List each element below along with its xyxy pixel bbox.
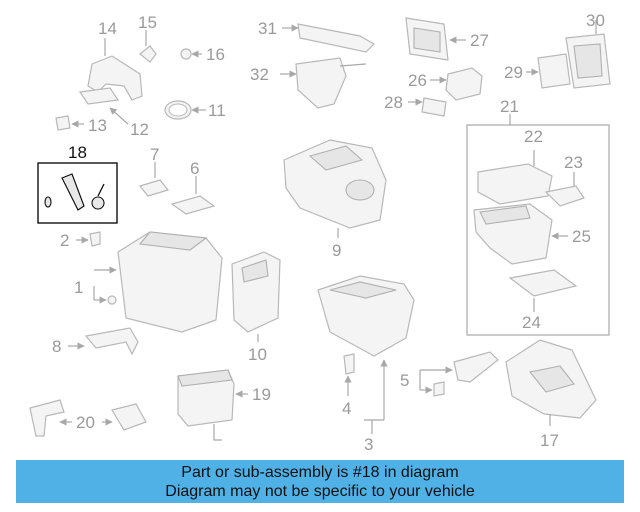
label-11[interactable]: 11 xyxy=(208,101,226,120)
part-32-shifter[interactable] xyxy=(280,57,367,109)
label-28[interactable]: 28 xyxy=(384,93,403,112)
part-16-fastener[interactable] xyxy=(180,48,202,60)
label-20[interactable]: 20 xyxy=(76,413,95,432)
label-4[interactable]: 4 xyxy=(342,399,351,418)
part-17-rear-console[interactable] xyxy=(505,339,597,426)
part-10-side-panel[interactable] xyxy=(231,251,281,342)
label-8[interactable]: 8 xyxy=(52,337,61,356)
parts-diagram: 14 15 16 12 11 13 18 7 xyxy=(29,11,611,454)
part-8-trim[interactable] xyxy=(68,327,139,356)
label-23[interactable]: 23 xyxy=(564,153,583,172)
label-32[interactable]: 32 xyxy=(250,65,269,84)
label-3[interactable]: 3 xyxy=(364,435,373,454)
part-19-tray[interactable] xyxy=(177,369,248,441)
part-25-bin[interactable] xyxy=(473,203,568,265)
label-26[interactable]: 26 xyxy=(408,71,427,90)
part-5-brackets[interactable] xyxy=(419,351,499,397)
label-27[interactable]: 27 xyxy=(470,31,489,50)
label-21[interactable]: 21 xyxy=(500,97,519,116)
part-20-brackets[interactable] xyxy=(29,399,147,437)
part-9-console-top[interactable] xyxy=(283,139,387,238)
part-12-pad[interactable] xyxy=(78,87,129,125)
part-27-bracket[interactable] xyxy=(405,17,466,61)
part-30-panel[interactable] xyxy=(565,20,611,89)
part-3-lower-structure[interactable] xyxy=(317,275,415,434)
label-12[interactable]: 12 xyxy=(130,120,149,139)
label-9[interactable]: 9 xyxy=(332,241,341,260)
label-24[interactable]: 24 xyxy=(522,313,541,332)
label-17[interactable]: 17 xyxy=(540,431,559,450)
label-22[interactable]: 22 xyxy=(524,127,543,146)
part-22-lid[interactable] xyxy=(477,150,553,205)
label-6[interactable]: 6 xyxy=(190,159,199,178)
label-14[interactable]: 14 xyxy=(98,19,117,38)
label-29[interactable]: 29 xyxy=(504,63,523,82)
part-4-clip[interactable] xyxy=(343,353,355,396)
label-10[interactable]: 10 xyxy=(248,345,267,364)
part-24-mat[interactable] xyxy=(508,269,578,312)
part-2-screw[interactable] xyxy=(76,231,101,247)
label-7[interactable]: 7 xyxy=(150,145,159,164)
label-19[interactable]: 19 xyxy=(252,385,271,404)
part-15-clip[interactable] xyxy=(139,30,157,63)
label-5[interactable]: 5 xyxy=(400,371,409,390)
label-1[interactable]: 1 xyxy=(74,278,83,297)
part-14-bracket[interactable] xyxy=(87,38,143,101)
label-18[interactable]: 18 xyxy=(68,143,87,162)
label-13[interactable]: 13 xyxy=(88,116,107,135)
info-banner: Part or sub-assembly is #18 in diagram D… xyxy=(16,460,624,503)
part-13-clip[interactable] xyxy=(55,115,84,131)
group-21-box xyxy=(466,114,610,336)
label-31[interactable]: 31 xyxy=(258,19,277,38)
part-23-latch[interactable] xyxy=(544,172,585,207)
banner-line-1: Part or sub-assembly is #18 in diagram xyxy=(181,464,459,481)
label-30[interactable]: 30 xyxy=(586,11,605,30)
part-6-pad[interactable] xyxy=(170,176,216,215)
part-26-module[interactable] xyxy=(430,67,483,101)
label-16[interactable]: 16 xyxy=(206,45,225,64)
banner-line-2: Diagram may not be specific to your vehi… xyxy=(165,483,475,500)
part-1-console-body[interactable] xyxy=(93,231,223,333)
label-2[interactable]: 2 xyxy=(60,231,69,250)
part-29-pad[interactable] xyxy=(526,53,571,89)
part-18-selected[interactable] xyxy=(37,162,118,224)
part-31-armrest-top[interactable] xyxy=(282,23,375,53)
part-28-switch[interactable] xyxy=(408,97,447,117)
label-25[interactable]: 25 xyxy=(572,227,591,246)
part-7-pad[interactable] xyxy=(138,162,170,197)
part-11-ring[interactable] xyxy=(164,100,206,120)
label-15[interactable]: 15 xyxy=(138,13,157,32)
